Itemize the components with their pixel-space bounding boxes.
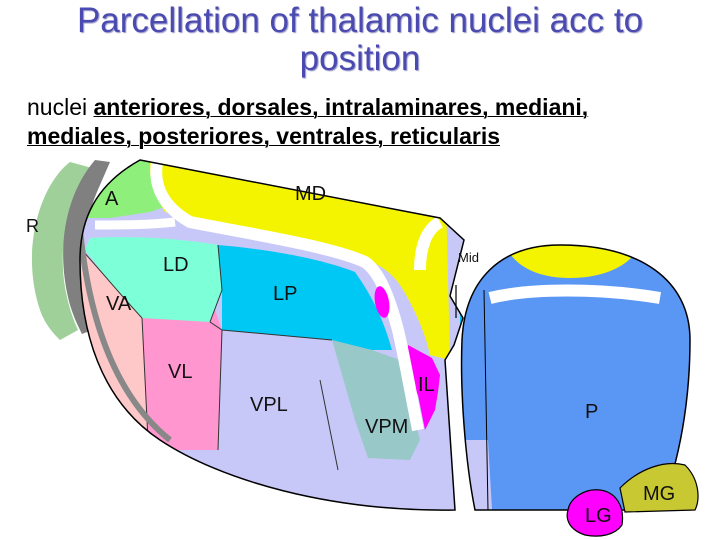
nuclei-list-line-1: nuclei anteriores, dorsales, intralamina… bbox=[27, 93, 717, 122]
region-LG bbox=[566, 489, 624, 537]
label-IL: IL bbox=[418, 374, 435, 396]
label-LG: LG bbox=[585, 505, 612, 527]
vpm-p-divider bbox=[483, 289, 489, 511]
posterior-nuclei-group bbox=[461, 245, 690, 510]
label-VL: VL bbox=[168, 361, 192, 383]
region-IL bbox=[405, 345, 440, 430]
region-LD bbox=[85, 237, 222, 322]
label-R: R bbox=[26, 216, 39, 236]
label-VPL: VPL bbox=[250, 394, 288, 416]
p-inner-white bbox=[488, 284, 661, 304]
left-gray-rim bbox=[80, 229, 172, 443]
label-MD: MD bbox=[295, 183, 326, 205]
medullary-lamina bbox=[150, 160, 424, 432]
region-VPM bbox=[332, 340, 420, 460]
region-P-top-yellow bbox=[505, 245, 640, 278]
region-LP bbox=[218, 245, 392, 350]
label-LP: LP bbox=[273, 283, 297, 305]
region-MG bbox=[619, 462, 699, 513]
magenta-oval bbox=[374, 286, 390, 318]
label-MG: MG bbox=[643, 483, 675, 505]
nuclei-list-part-1: anteriores, dorsales, intralaminares, me… bbox=[93, 94, 589, 120]
nuclei-list: nuclei anteriores, dorsales, intralamina… bbox=[27, 93, 717, 151]
label-LD: LD bbox=[163, 254, 189, 276]
label-VA: VA bbox=[106, 293, 132, 315]
nuclei-list-part-2: mediales, posteriores, ventrales, reticu… bbox=[27, 123, 501, 149]
slide-title: Parcellation of thalamic nuclei acc to p… bbox=[0, 2, 720, 78]
nucleus-boundaries bbox=[81, 244, 339, 471]
region-R-outer bbox=[31, 162, 92, 340]
nuclei-list-line-2: mediales, posteriores, ventrales, reticu… bbox=[27, 122, 717, 151]
lamina-branch-2 bbox=[94, 217, 176, 230]
label-VPM: VPM bbox=[365, 416, 408, 438]
label-A: A bbox=[105, 188, 119, 210]
title-line-1: Parcellation of thalamic nuclei acc to bbox=[76, 1, 644, 40]
region-MD bbox=[150, 160, 450, 360]
title-line-2: position bbox=[299, 39, 421, 78]
label-P: P bbox=[585, 401, 598, 423]
lamina-branch bbox=[414, 216, 444, 271]
main-outline bbox=[79, 159, 465, 511]
label-Mid: Mid bbox=[458, 250, 479, 265]
main-nuclei-group bbox=[80, 160, 464, 511]
nuclei-prefix: nuclei bbox=[27, 94, 94, 120]
region-R-inner bbox=[63, 160, 110, 334]
